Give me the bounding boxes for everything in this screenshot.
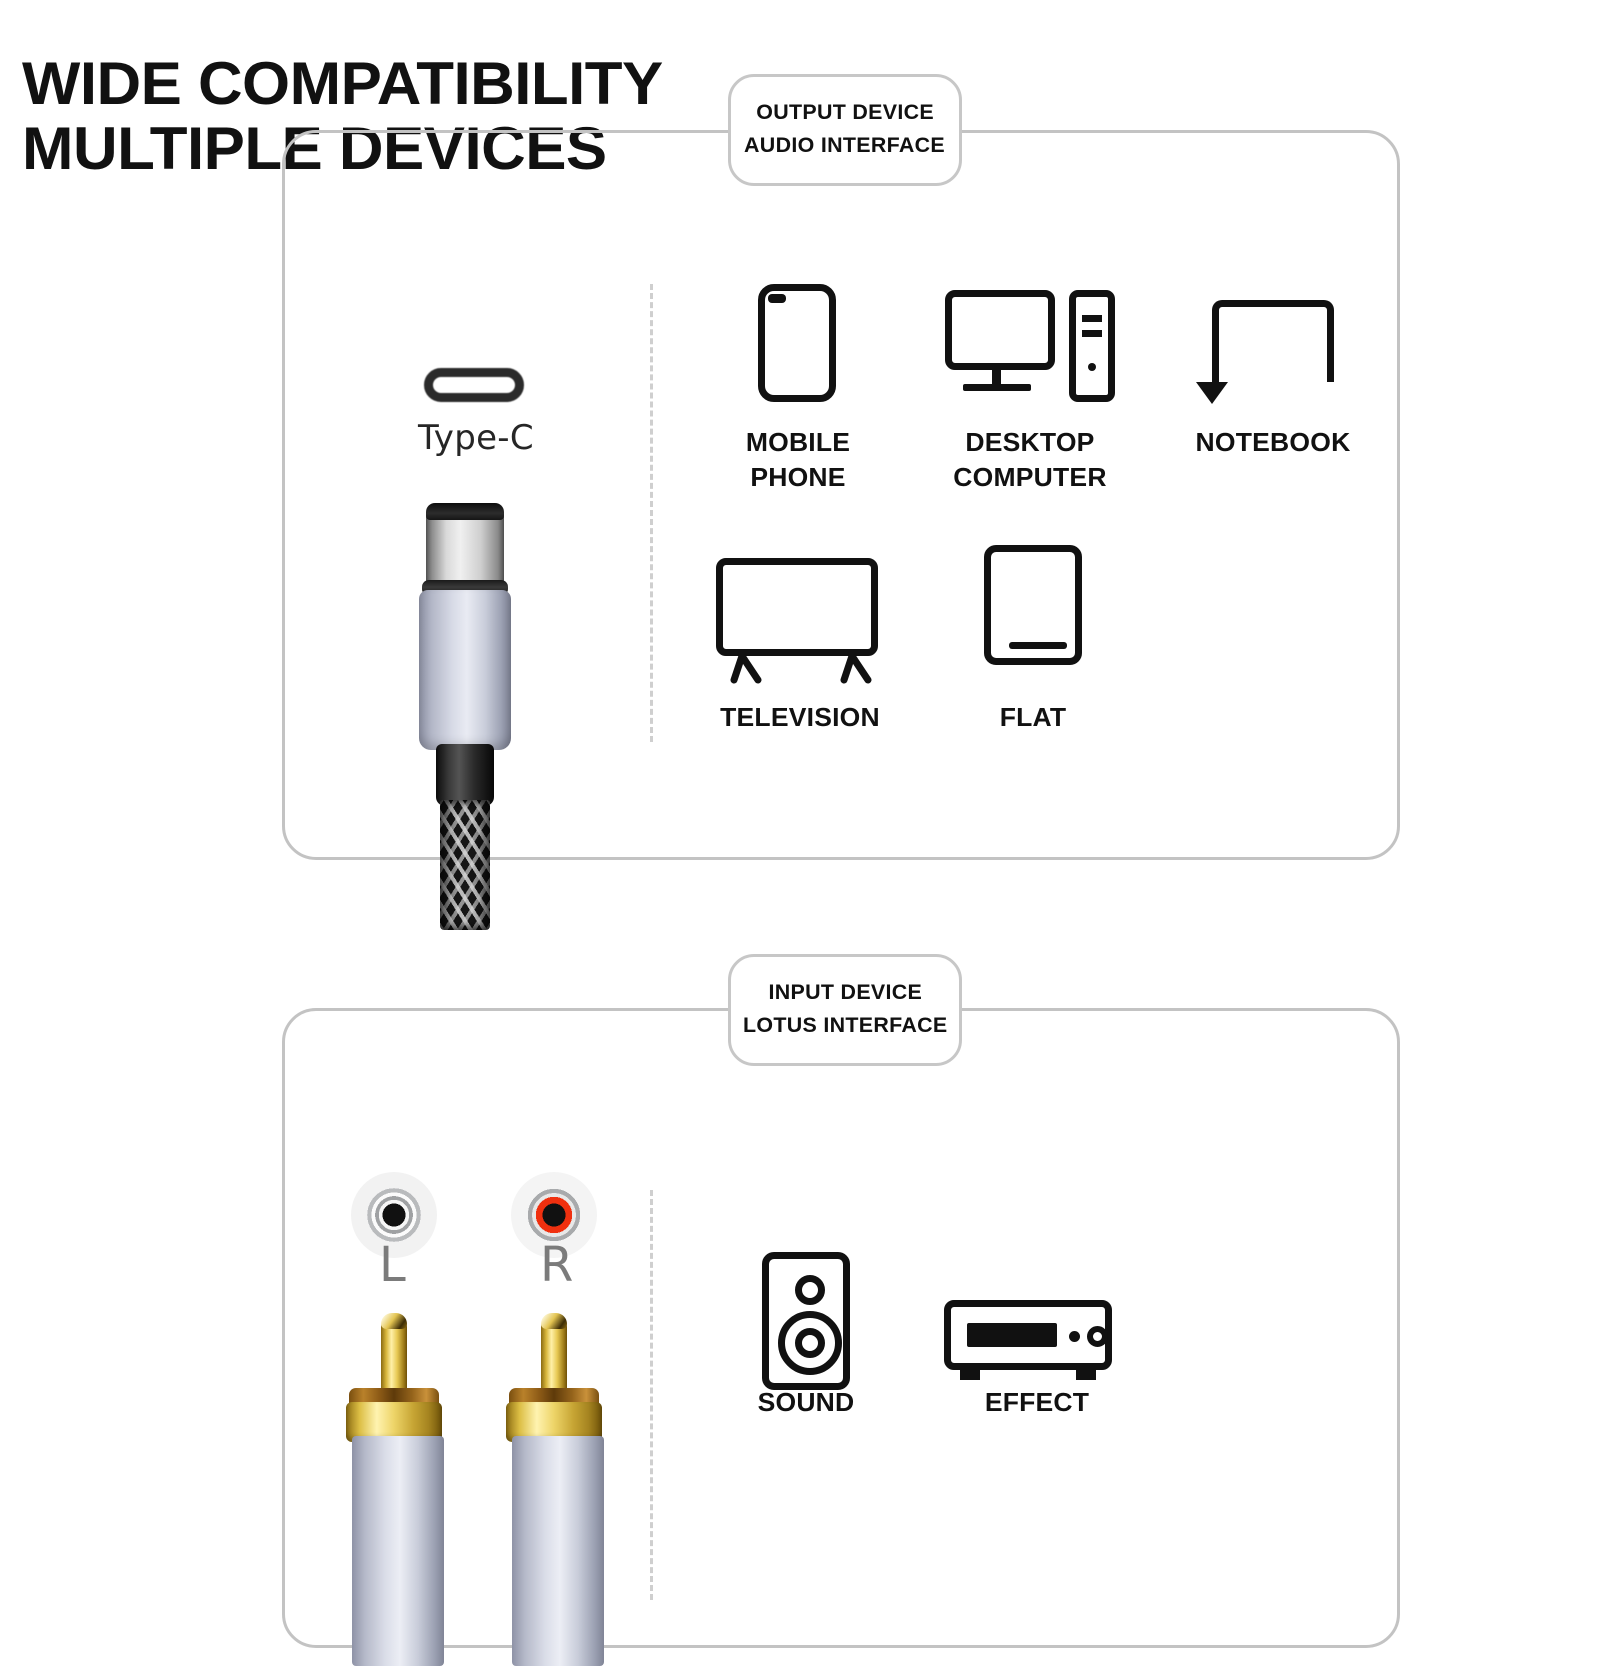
amplifier-foot-right: [1076, 1370, 1096, 1380]
input-device-label-sound: SOUND: [757, 1387, 855, 1417]
tablet-flat-icon: [984, 545, 1082, 665]
output-badge-line2: AUDIO INTERFACE: [744, 134, 946, 157]
tower-power-button: [1088, 363, 1096, 371]
input-device-badge: INPUT DEVICE LOTUS INTERFACE: [728, 954, 962, 1066]
left-channel-label: L: [379, 1237, 406, 1293]
desktop-computer-icon: [945, 290, 1115, 402]
amplifier-indicator-dot: [1069, 1331, 1080, 1342]
speaker-tweeter: [795, 1275, 825, 1305]
notebook-icon: [1196, 300, 1334, 404]
computer-tower: [1069, 290, 1115, 402]
output-device-label-notebook: NOTEBOOK: [1195, 427, 1351, 457]
mobile-phone-icon: [758, 284, 836, 402]
rca-barrel-left: [352, 1436, 444, 1666]
output-device-label-television: TELEVISION: [720, 702, 880, 732]
phone-camera-icon: [768, 294, 786, 303]
speaker-woofer-center: [795, 1328, 825, 1358]
tablet-home-bar: [1009, 642, 1067, 649]
rca-pin-tip-right: [541, 1313, 567, 1329]
output-device-badge: OUTPUT DEVICE AUDIO INTERFACE: [728, 74, 962, 186]
speaker-woofer: [778, 1311, 842, 1375]
output-device-label-mobile-phone: MOBILE PHONE: [745, 427, 851, 493]
output-badge-line1: OUTPUT DEVICE: [756, 101, 934, 125]
amplifier-body: [944, 1300, 1112, 1370]
rca-barrel-right: [512, 1436, 604, 1666]
speaker-cabinet: [762, 1252, 850, 1390]
usb-c-tip-lip: [426, 503, 504, 520]
type-c-label: Type-C: [418, 418, 534, 458]
output-panel-divider: [650, 284, 653, 742]
speaker-icon: [762, 1252, 850, 1390]
monitor-screen: [945, 290, 1055, 370]
input-badge-line2: LOTUS INTERFACE: [742, 1014, 948, 1037]
rca-gold-ring-left: [346, 1402, 442, 1442]
tv-legs: [730, 654, 872, 684]
output-device-label-desktop-computer: DESKTOP COMPUTER: [953, 427, 1107, 493]
amplifier-icon: [944, 1300, 1112, 1380]
page-title: WIDE COMPATIBILITY MULTIPLE DEVICES: [22, 50, 663, 182]
rca-jack-red-icon: [511, 1172, 597, 1258]
notebook-base: [1196, 382, 1228, 404]
rca-pin-tip-left: [381, 1313, 407, 1329]
input-panel-divider: [650, 1190, 653, 1600]
television-icon: [716, 558, 878, 684]
tablet-body: [984, 545, 1082, 665]
output-device-label-flat: FLAT: [999, 702, 1067, 732]
usb-c-strain-relief: [436, 744, 494, 806]
rca-gold-ring-right: [506, 1402, 602, 1442]
usb-c-housing: [419, 590, 511, 750]
amplifier-foot-left: [960, 1370, 980, 1380]
phone-body: [758, 284, 836, 402]
amplifier-knob: [1087, 1326, 1108, 1347]
infographic-canvas: WIDE COMPATIBILITY MULTIPLE DEVICES OUTP…: [22, 50, 1400, 1666]
input-badge-line1: INPUT DEVICE: [768, 981, 922, 1005]
input-device-label-effect: EFFECT: [984, 1387, 1090, 1417]
amplifier-display: [967, 1323, 1057, 1347]
tv-screen: [716, 558, 878, 656]
monitor-neck: [992, 370, 1001, 386]
monitor-foot: [963, 384, 1031, 391]
rca-jack-white-icon: [351, 1172, 437, 1258]
right-channel-label: R: [540, 1237, 574, 1293]
braided-cable: [440, 800, 490, 930]
notebook-screen: [1212, 300, 1334, 382]
tower-vent-2: [1082, 330, 1102, 337]
tower-vent-1: [1082, 315, 1102, 322]
usb-c-port-icon: [424, 368, 524, 402]
